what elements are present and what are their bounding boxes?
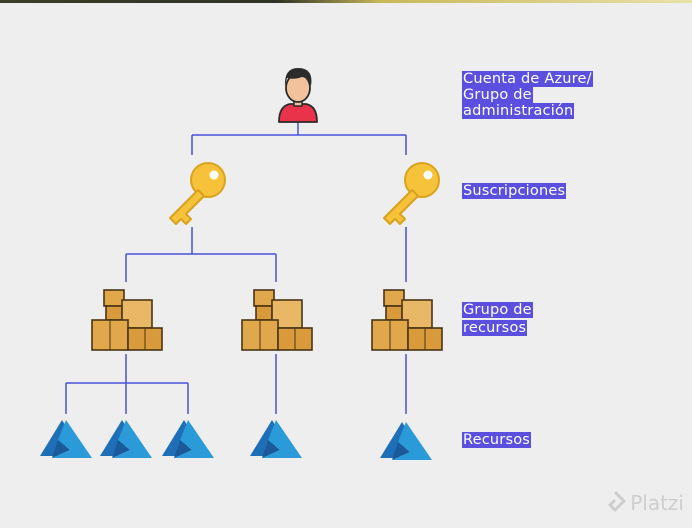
top-strip [0,0,692,3]
boxes-icon [371,289,443,351]
azure-logo-icon [250,420,302,458]
boxes-icon [241,289,313,351]
label-account: Cuenta de Azure/ Grupo de administración [462,71,593,119]
label-resource-group: Grupo de recursos [462,302,533,336]
key-icon [383,162,440,225]
label-account-line1: Cuenta de Azure/ [462,71,593,87]
label-resources: Recursos [462,432,532,448]
boxes-icon [91,289,163,351]
label-resources-text: Recursos [462,432,532,448]
azure-logo-icon [380,422,432,460]
label-resource-group-line2: recursos [462,320,528,336]
azure-logo-icon [162,420,214,458]
label-subscriptions-text: Suscripciones [462,183,567,199]
label-resource-group-line1: Grupo de [462,302,533,318]
connector-lines [65,122,407,414]
label-subscriptions: Suscripciones [462,183,567,199]
azure-logo-icon [40,420,92,458]
azure-logo-icon [100,420,152,458]
watermark-text: Platzi [630,491,684,515]
key-icon [169,162,226,225]
person-icon [278,68,318,123]
label-account-line3: administración [462,103,575,119]
label-account-line2: Grupo de [462,87,533,103]
platzi-watermark: Platzi [604,490,684,516]
platzi-logo-icon [608,490,626,512]
